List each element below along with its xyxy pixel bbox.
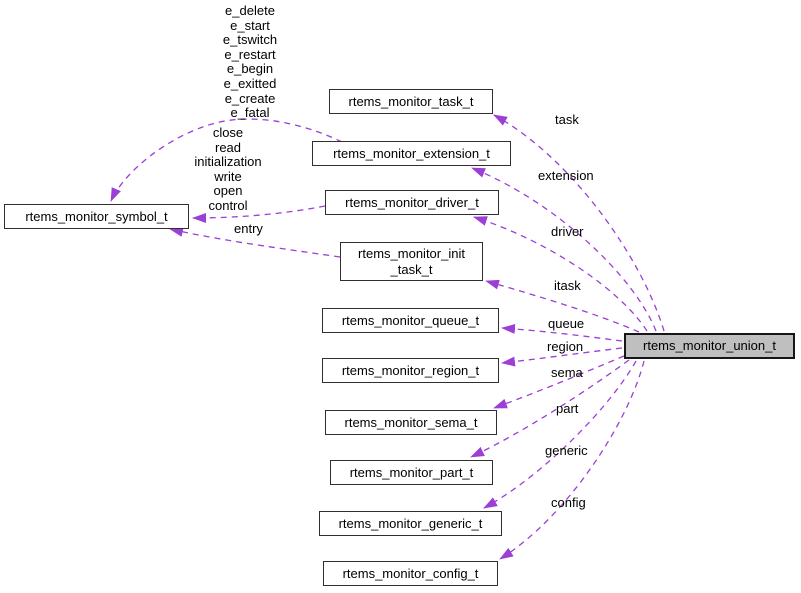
node-rtems-monitor-config-t[interactable]: rtems_monitor_config_t	[323, 561, 498, 586]
node-rtems-monitor-extension-t[interactable]: rtems_monitor_extension_t	[312, 141, 511, 166]
node-rtems-monitor-part-t[interactable]: rtems_monitor_part_t	[330, 460, 493, 485]
edge-label-driver-members: close read initialization write open con…	[194, 125, 262, 213]
edge-label-driver: driver	[551, 224, 584, 239]
node-rtems-monitor-task-t[interactable]: rtems_monitor_task_t	[329, 89, 493, 114]
edge-union-config	[499, 360, 645, 560]
edge-union-itask	[485, 279, 640, 333]
edge-label-region: region	[547, 339, 584, 354]
edge-label-itask: itask	[554, 278, 581, 293]
node-rtems-monitor-init-task-t[interactable]: rtems_monitor_init _task_t	[340, 242, 483, 281]
edge-union-task	[493, 114, 665, 332]
edge-union-queue	[501, 323, 623, 342]
edge-union-extension	[471, 167, 657, 332]
edge-label-generic: generic	[545, 443, 588, 458]
edge-label-extension-members: e_delete e_start e_tswitch e_restart e_b…	[222, 3, 278, 121]
edge-label-extension: extension	[538, 168, 594, 183]
edge-union-sema	[493, 355, 625, 409]
edge-label-queue: queue	[548, 316, 585, 331]
edge-union-driver	[473, 216, 648, 332]
edge-label-sema: sema	[551, 365, 583, 380]
edge-driver-symbol	[192, 205, 326, 223]
edge-label-config: config	[551, 495, 586, 510]
edge-extension-symbol	[110, 118, 343, 202]
edge-label-part: part	[556, 401, 579, 416]
edge-union-part	[470, 359, 630, 458]
node-rtems-monitor-union-t: rtems_monitor_union_t	[624, 333, 795, 359]
node-rtems-monitor-driver-t[interactable]: rtems_monitor_driver_t	[325, 190, 499, 215]
node-rtems-monitor-sema-t[interactable]: rtems_monitor_sema_t	[325, 410, 497, 435]
node-rtems-monitor-symbol-t[interactable]: rtems_monitor_symbol_t	[4, 204, 189, 229]
edge-label-init-task-member: entry	[234, 221, 263, 236]
node-rtems-monitor-generic-t[interactable]: rtems_monitor_generic_t	[319, 511, 502, 536]
edge-union-region	[501, 347, 623, 367]
node-rtems-monitor-queue-t[interactable]: rtems_monitor_queue_t	[322, 308, 499, 333]
node-rtems-monitor-region-t[interactable]: rtems_monitor_region_t	[322, 358, 499, 383]
edge-label-task: task	[555, 112, 579, 127]
